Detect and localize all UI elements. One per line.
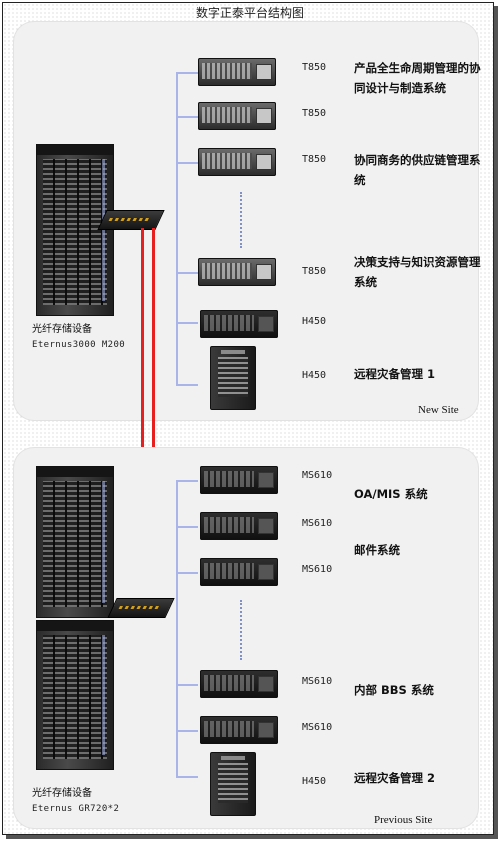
tower-server-h450	[210, 346, 256, 410]
network-bus-previous	[176, 480, 178, 776]
frame-shadow-right	[494, 6, 498, 837]
system-label: 远程灾备管理 1	[354, 367, 436, 381]
previous-site-label: Previous Site	[374, 814, 433, 826]
storage-label-new: 光纤存储设备	[32, 324, 92, 335]
storage-label-previous: 光纤存储设备	[32, 788, 92, 799]
server-ms610	[200, 512, 278, 540]
bus-tap	[176, 384, 198, 386]
fiber-link	[141, 228, 144, 596]
system-label: 产品全生命周期管理的协同设计与制造系统	[354, 61, 481, 95]
storage-cabinet-previous	[36, 620, 114, 770]
bus-tap	[176, 72, 198, 74]
system-label: 内部 BBS 系统	[354, 683, 434, 697]
bus-tap	[176, 162, 198, 164]
server-t850	[198, 148, 276, 176]
bus-tap	[176, 116, 198, 118]
storage-cabinet-new	[36, 144, 114, 316]
san-switch-previous	[107, 598, 175, 618]
server-t850	[198, 58, 276, 86]
server-model-label: MS610	[302, 518, 333, 529]
system-label: 邮件系统	[354, 543, 400, 557]
storage-cabinet-previous	[36, 466, 114, 618]
server-model-label: T850	[302, 154, 327, 165]
storage-model-previous: Eternus GR720*2	[32, 804, 120, 814]
server-t850	[198, 102, 276, 130]
server-ms610	[200, 670, 278, 698]
server-ms610	[200, 466, 278, 494]
more-servers-dots	[240, 600, 243, 660]
bus-tap	[176, 730, 198, 732]
fiber-link	[152, 228, 155, 596]
server-model-label: H450	[302, 316, 327, 327]
bus-tap	[176, 322, 198, 324]
server-model-label: T850	[302, 266, 327, 277]
system-label: OA/MIS 系统	[354, 487, 428, 501]
bus-tap	[176, 776, 198, 778]
server-h450	[200, 310, 278, 338]
network-bus-new	[176, 72, 178, 384]
server-model-label: MS610	[302, 676, 333, 687]
server-ms610	[200, 716, 278, 744]
system-label: 决策支持与知识资源管理系统	[354, 255, 481, 289]
bus-tap	[176, 272, 198, 274]
server-model-label: H450	[302, 370, 327, 381]
server-t850	[198, 258, 276, 286]
server-ms610	[200, 558, 278, 586]
storage-model-new: Eternus3000 M200	[32, 340, 126, 350]
more-servers-dots	[240, 192, 243, 248]
bus-tap	[176, 526, 198, 528]
bus-tap	[176, 572, 198, 574]
bus-tap	[176, 480, 198, 482]
server-model-label: H450	[302, 776, 327, 787]
server-model-label: MS610	[302, 722, 333, 733]
new-site-label: New Site	[418, 404, 459, 416]
system-label: 协同商务的供应链管理系统	[354, 153, 481, 187]
bus-tap	[176, 684, 198, 686]
server-model-label: T850	[302, 108, 327, 119]
server-model-label: MS610	[302, 470, 333, 481]
tower-server-h450	[210, 752, 256, 816]
frame-shadow-bottom	[6, 835, 498, 839]
server-model-label: T850	[302, 62, 327, 73]
diagram-title: 数字正泰平台结构图	[195, 6, 304, 20]
san-switch-new	[97, 210, 165, 230]
server-model-label: MS610	[302, 564, 333, 575]
system-label: 远程灾备管理 2	[354, 771, 436, 785]
